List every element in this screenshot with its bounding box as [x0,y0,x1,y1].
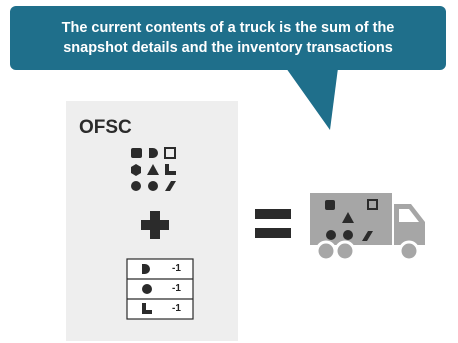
transaction-value-3: -1 [172,303,181,314]
truck-cargo-shapes [325,199,378,241]
callout-line-1: The current contents of a truck is the s… [61,20,395,36]
transaction-value-1: -1 [172,263,181,274]
callout-line-2: snapshot details and the inventory trans… [63,40,393,56]
transaction-value-2: -1 [172,283,181,294]
ofsc-title: OFSC [79,117,132,138]
callout-banner: The current contents of a truck is the s… [10,6,446,70]
